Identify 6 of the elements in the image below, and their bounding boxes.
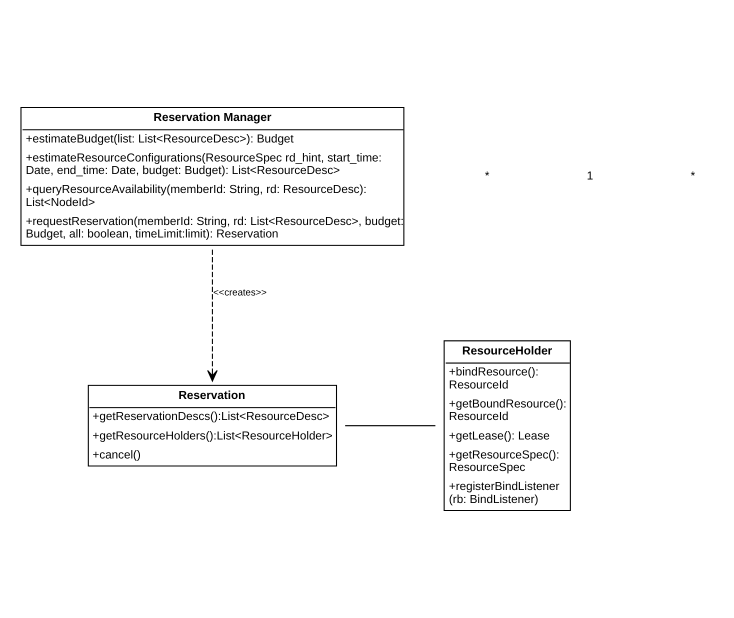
label: * [484, 169, 490, 182]
arrow [207, 250, 218, 382]
connector [345, 425, 436, 426]
label: 1 [586, 169, 594, 182]
edge-label: <<creates>> [213, 287, 267, 298]
label: * [690, 169, 696, 182]
